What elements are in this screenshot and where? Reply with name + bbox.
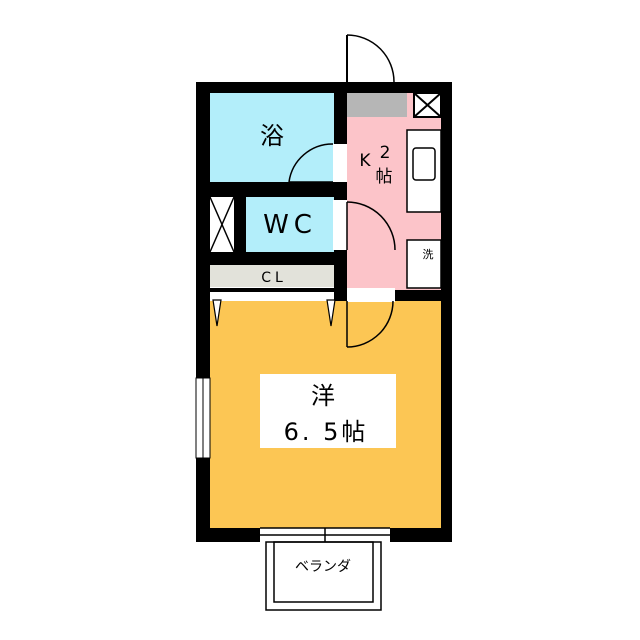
side-window xyxy=(195,377,211,459)
closet-label: CL xyxy=(261,270,287,286)
kitchen-size: 2 xyxy=(380,143,391,163)
kitchen-counter xyxy=(406,129,442,213)
storage-icon xyxy=(209,196,235,253)
balcony-window xyxy=(260,527,390,542)
kitchen-unit: 帖 xyxy=(376,167,393,187)
balcony xyxy=(265,541,382,611)
washer-space: 洗 xyxy=(406,239,442,289)
entrance-door xyxy=(346,34,395,83)
closet xyxy=(210,265,334,287)
closet-door-marks xyxy=(212,299,336,327)
western-label-bg xyxy=(260,374,396,448)
bath-room xyxy=(210,93,334,182)
western-label: 洋 xyxy=(311,382,335,410)
western-size: 6. 5帖 xyxy=(284,418,369,446)
western-door xyxy=(346,288,395,348)
bath-door xyxy=(288,143,347,183)
wc-door xyxy=(333,200,396,251)
wc-label: WC xyxy=(263,210,317,240)
entrance-floor xyxy=(347,93,407,117)
balcony-label: ベランダ xyxy=(295,559,351,575)
meter-box-icon xyxy=(413,92,442,118)
wc-room xyxy=(246,197,334,252)
washer-label: 洗 xyxy=(423,248,434,261)
kitchen-letter: K xyxy=(359,151,371,171)
bath-label: 浴 xyxy=(260,122,284,150)
